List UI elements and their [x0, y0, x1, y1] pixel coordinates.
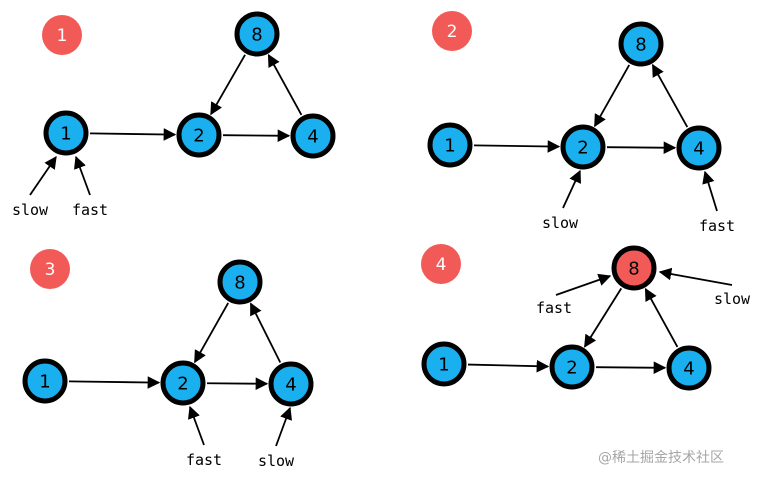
node-circle: [560, 124, 606, 170]
edge-n1-n2: [89, 128, 177, 141]
step-badge-label: 3: [45, 260, 56, 280]
edge-n2-n4: [222, 129, 291, 142]
node-circle: [611, 245, 657, 291]
list-node-4: 4: [666, 345, 712, 391]
fast-pointer-arrow: [555, 273, 612, 296]
node-label: 1: [60, 124, 71, 145]
node-circle: [676, 125, 722, 171]
list-node-2: 2: [160, 360, 206, 406]
step-badge-label: 2: [447, 22, 458, 42]
slow-pointer-arrow: [275, 406, 292, 447]
list-node-2: 2: [549, 344, 595, 390]
node-label: 8: [628, 259, 639, 280]
panel-4: 4 1 2 4 8 fast slow: [421, 244, 751, 391]
list-node-4: 4: [268, 361, 314, 407]
node-label: 2: [193, 126, 204, 147]
step-badge: 2: [432, 11, 472, 51]
panel-2: 2 1 2 4 8 slow fast: [427, 11, 735, 235]
edge-n8-n2: [194, 302, 229, 364]
node-label: 4: [683, 359, 694, 380]
step-badge: 4: [421, 244, 461, 284]
list-node-1: 1: [43, 110, 89, 156]
edge-n1-n2: [467, 359, 550, 373]
edge-n1-n2: [68, 376, 161, 389]
node-label: 2: [577, 138, 588, 159]
list-node-8: 8: [217, 259, 263, 305]
node-label: 4: [693, 139, 704, 160]
edge-n8-n2: [583, 287, 623, 348]
node-circle: [43, 110, 89, 156]
edge-n8-n2: [593, 64, 631, 128]
fast-pointer-arrow: [74, 155, 91, 196]
list-node-8: 8: [234, 11, 280, 57]
panel-3: 3 1 2 4 8 fast slow: [22, 249, 314, 470]
node-circle: [268, 361, 314, 407]
fast-pointer-arrow: [188, 405, 205, 446]
slow-pointer-label: slow: [542, 214, 579, 232]
node-circle: [427, 122, 473, 168]
list-node-8: 8: [611, 245, 657, 291]
node-label: 8: [635, 35, 646, 56]
node-circle: [217, 259, 263, 305]
step-badge-label: 4: [436, 255, 447, 275]
step-badge: 1: [42, 15, 82, 55]
node-label: 1: [39, 372, 50, 393]
edge-n4-n8: [644, 287, 679, 348]
node-label: 2: [177, 374, 188, 395]
edge-n2-n4: [206, 377, 269, 390]
node-label: 2: [566, 358, 577, 379]
node-label: 1: [444, 136, 455, 157]
step-badge-circle: [421, 244, 461, 284]
fast-pointer-label: fast: [72, 201, 108, 219]
list-node-4: 4: [290, 113, 336, 159]
edge-n4-n8: [651, 63, 689, 128]
list-node-1: 1: [22, 358, 68, 404]
edge-n2-n4: [606, 141, 677, 154]
slow-pointer-arrow: [658, 267, 733, 286]
edge-n4-n8: [267, 53, 303, 116]
slow-pointer-arrow: [29, 155, 57, 196]
step-badge-circle: [30, 249, 70, 289]
node-circle: [160, 360, 206, 406]
node-circle: [22, 358, 68, 404]
node-circle: [421, 341, 467, 387]
edge-n2-n4: [595, 361, 667, 374]
step-badge-circle: [432, 11, 472, 51]
edge-n8-n2: [210, 54, 246, 116]
step-badge: 3: [30, 249, 70, 289]
node-label: 4: [307, 127, 318, 148]
node-circle: [666, 345, 712, 391]
step-badge-label: 1: [57, 26, 68, 46]
node-circle: [618, 21, 664, 67]
fast-pointer-label: fast: [186, 451, 222, 469]
list-node-1: 1: [427, 122, 473, 168]
slow-pointer-label: slow: [12, 201, 49, 219]
node-label: 4: [285, 375, 296, 396]
fast-pointer-label: fast: [536, 299, 572, 317]
node-circle: [234, 11, 280, 57]
slow-pointer-label: slow: [258, 452, 295, 470]
list-node-1: 1: [421, 341, 467, 387]
list-node-4: 4: [676, 125, 722, 171]
node-circle: [176, 112, 222, 158]
slow-pointer-arrow: [562, 169, 581, 209]
watermark: @稀土掘金技术社区: [598, 450, 724, 466]
node-label: 8: [251, 25, 262, 46]
fast-pointer-arrow: [702, 170, 718, 212]
node-circle: [290, 113, 336, 159]
node-label: 8: [234, 273, 245, 294]
slow-pointer-label: slow: [714, 290, 751, 308]
node-label: 1: [438, 355, 449, 376]
list-node-8: 8: [618, 21, 664, 67]
node-circle: [549, 344, 595, 390]
list-node-2: 2: [560, 124, 606, 170]
panel-1: 1 1 2 4 8 slow fast: [12, 11, 336, 219]
fast-pointer-label: fast: [699, 217, 735, 235]
list-node-2: 2: [176, 112, 222, 158]
step-badge-circle: [42, 15, 82, 55]
edge-n4-n8: [249, 302, 282, 363]
edge-n1-n2: [473, 140, 561, 153]
